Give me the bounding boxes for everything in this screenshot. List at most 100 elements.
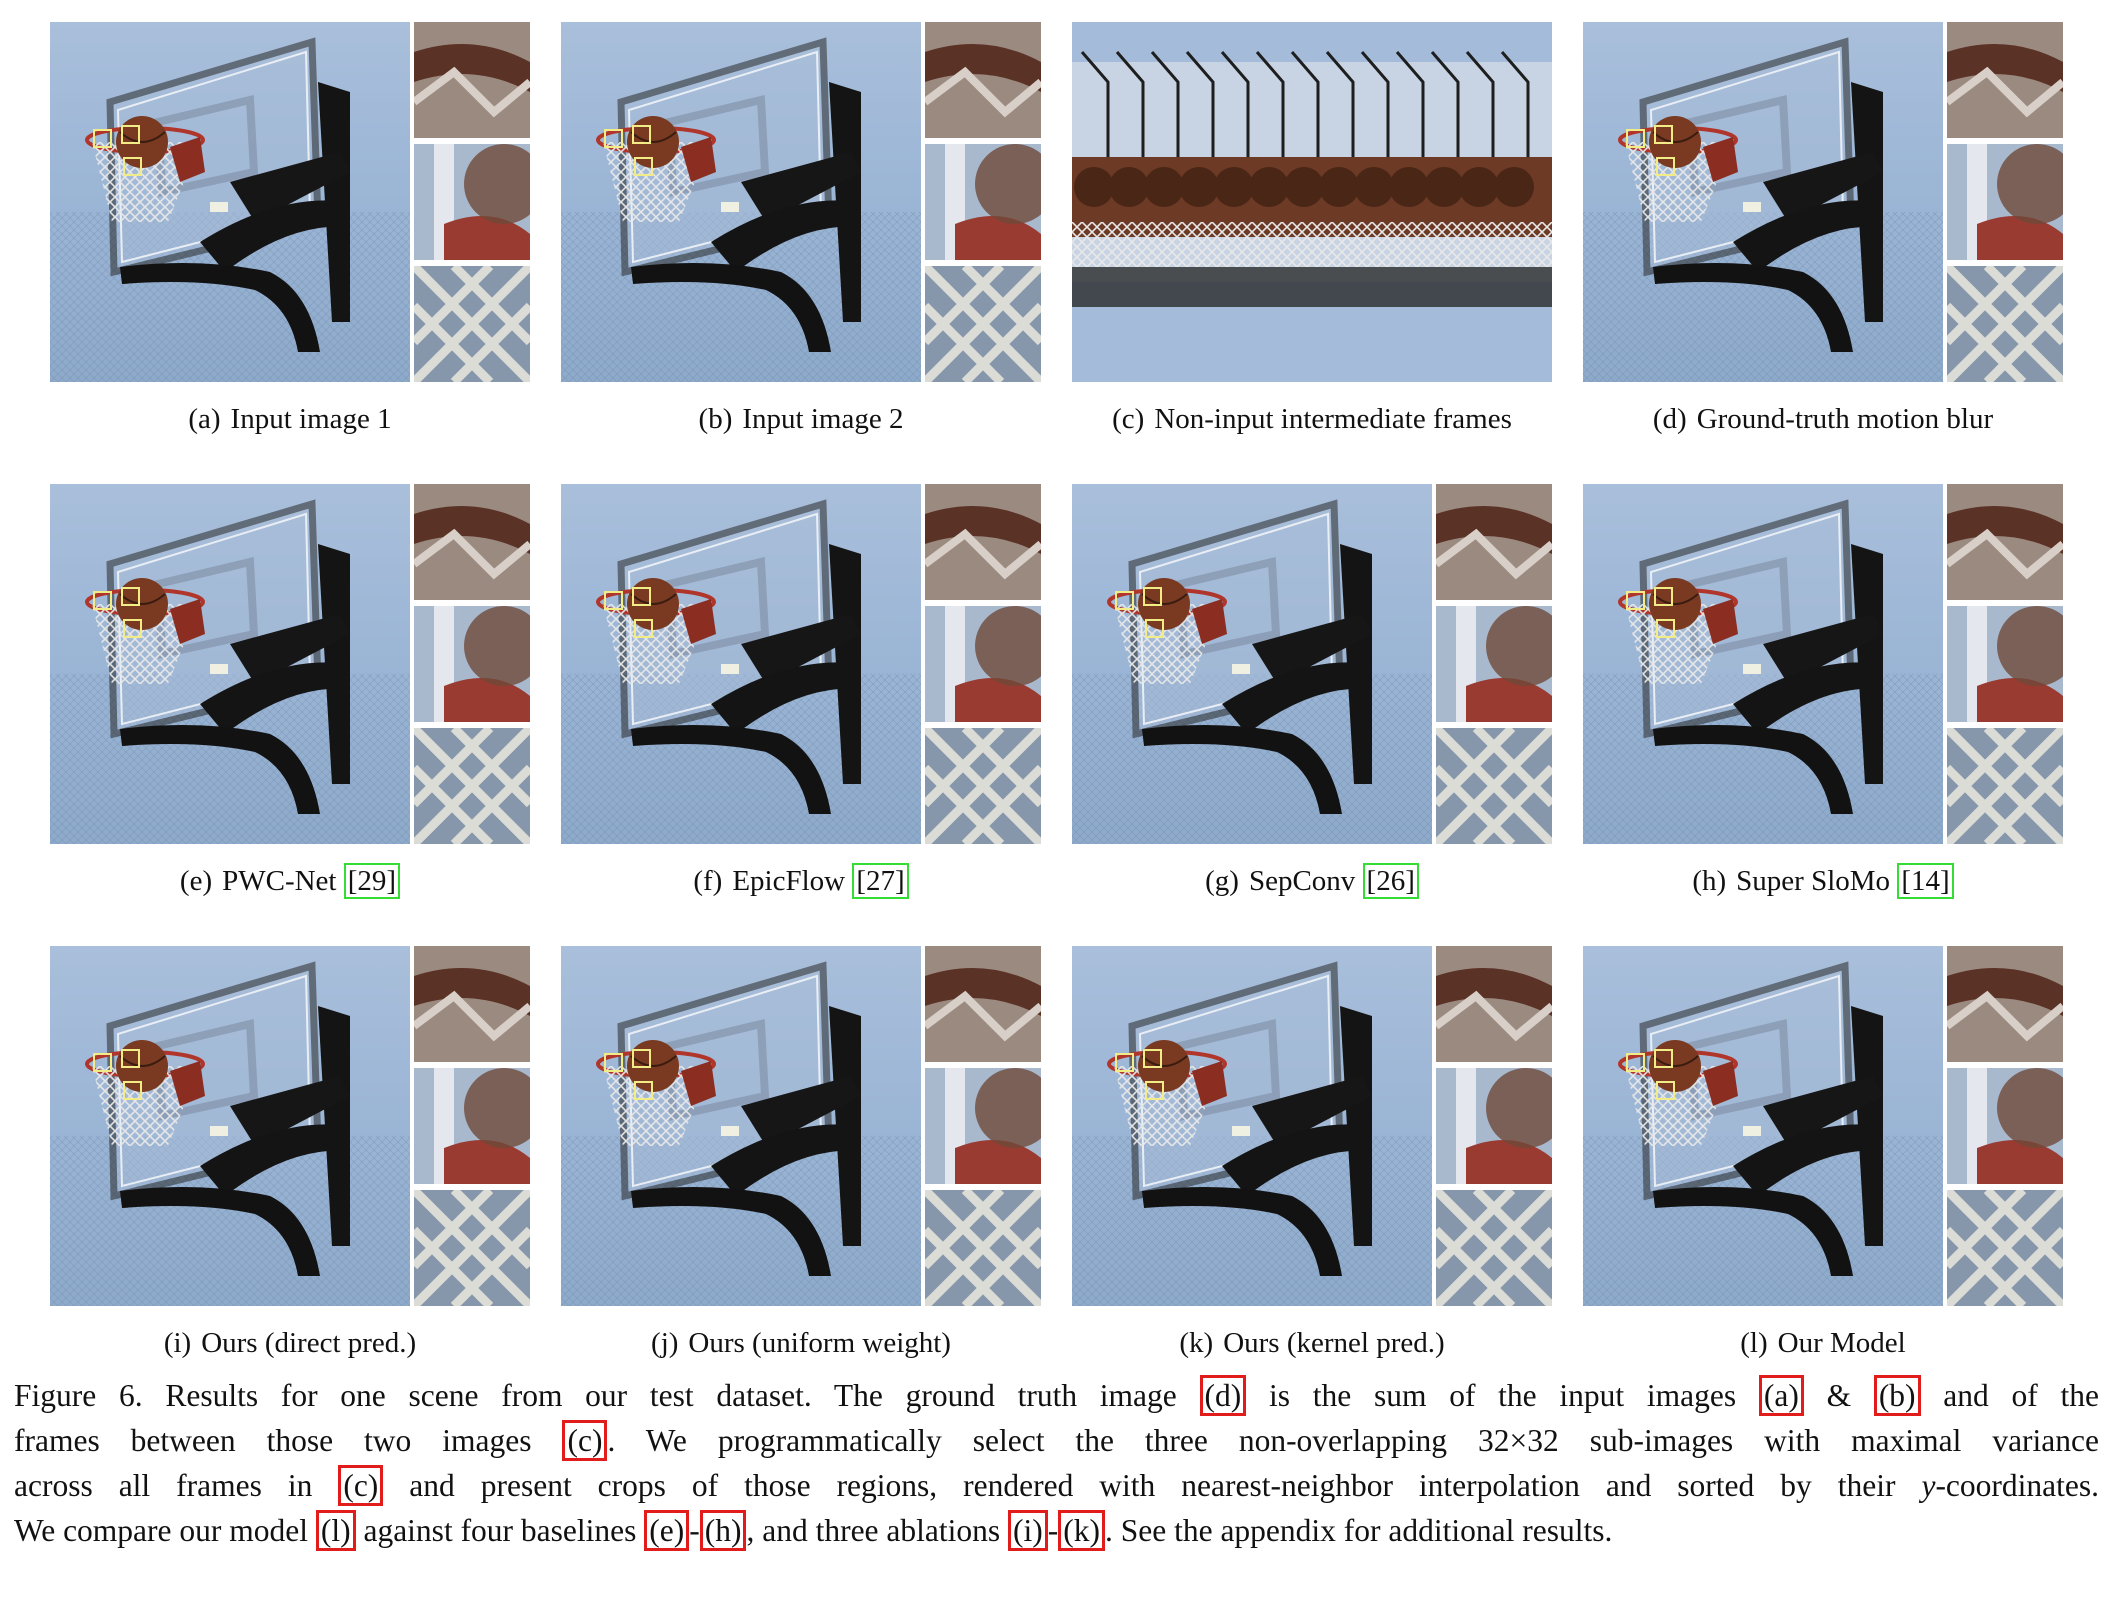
panel-h	[1583, 484, 2063, 844]
panel-ref-link[interactable]: (d)	[1199, 1375, 1247, 1416]
citation-link[interactable]: [26]	[1362, 863, 1419, 899]
crop-top	[414, 946, 530, 1062]
crop-top	[925, 946, 1041, 1062]
subcaption-letter: (f)	[693, 865, 723, 897]
panel-i	[50, 946, 530, 1306]
panel-b	[561, 22, 1041, 382]
crop-bottom	[925, 1190, 1041, 1306]
subcaption-letter: (k)	[1179, 1327, 1214, 1359]
crop-middle	[925, 1068, 1041, 1184]
panel-ref-link[interactable]: (a)	[1758, 1375, 1804, 1416]
panel-ref-link[interactable]: (c)	[562, 1420, 608, 1461]
crop-top	[1436, 484, 1552, 600]
citation-link[interactable]: [14]	[1897, 863, 1954, 899]
subcaption-b: (b) Input image 2	[561, 403, 1041, 436]
panel-ref-link[interactable]: (k)	[1058, 1510, 1105, 1551]
basketball-image	[561, 22, 921, 382]
subcaption-c: (c)Non-input intermediate frames	[1072, 403, 1552, 436]
crop-middle	[1436, 606, 1552, 722]
panel-g	[1072, 484, 1552, 844]
subcaption-label: SepConv	[1248, 865, 1356, 897]
basketball-image	[561, 946, 921, 1306]
basketball-image	[1583, 484, 1943, 844]
crop-middle	[414, 144, 530, 260]
panel-a	[50, 22, 530, 382]
caption-text: across all frames in	[14, 1468, 339, 1503]
panel-ref-link[interactable]: (e)	[644, 1510, 690, 1551]
crop-middle	[1947, 144, 2063, 260]
subcaption-j: (j) Ours (uniform weight)	[561, 1327, 1041, 1360]
caption-text: -	[1047, 1513, 1059, 1548]
crop-bottom	[925, 728, 1041, 844]
crop-top	[414, 22, 530, 138]
panel-ref-link[interactable]: (i)	[1008, 1510, 1048, 1551]
figure-caption: Figure 6. Results for one scene from our…	[14, 1373, 2099, 1553]
basketball-image	[50, 484, 410, 844]
caption-text: and of the	[1920, 1378, 2099, 1413]
subcaption-f: (f) EpicFlow [27]	[561, 863, 1041, 899]
caption-line-1: Figure 6. Results for one scene from our…	[14, 1373, 2099, 1418]
crop-middle	[925, 144, 1041, 260]
crop-bottom	[1947, 728, 2063, 844]
caption-text: &	[1803, 1378, 1874, 1413]
caption-math: y	[1921, 1468, 1936, 1503]
citation-link[interactable]: [27]	[852, 863, 909, 899]
crop-top	[414, 484, 530, 600]
crop-bottom	[1436, 728, 1552, 844]
crop-bottom	[414, 266, 530, 382]
subcaption-label: Super SloMo	[1736, 865, 1891, 897]
panel-ref-link[interactable]: (h)	[699, 1510, 747, 1551]
panel-ref-link[interactable]: (c)	[338, 1465, 384, 1506]
caption-text: . See the appendix for additional result…	[1104, 1513, 1613, 1548]
subcaption-label: EpicFlow	[732, 865, 846, 897]
caption-text: against four baselines	[355, 1513, 645, 1548]
caption-line-4: We compare our model (l) against four ba…	[14, 1508, 2099, 1553]
crop-middle	[1947, 606, 2063, 722]
basketball-image	[1583, 946, 1943, 1306]
crop-bottom	[414, 728, 530, 844]
basketball-image	[1583, 22, 1943, 382]
panel-ref-link[interactable]: (b)	[1873, 1375, 1921, 1416]
subcaption-label: Input image 2	[742, 403, 904, 435]
subcaption-label: Ours (uniform weight)	[688, 1327, 951, 1359]
subcaption-label: Our Model	[1777, 1327, 1906, 1359]
subcaption-label: Ours (kernel pred.)	[1223, 1327, 1445, 1359]
subcaption-letter: (c)	[1112, 403, 1145, 435]
subcaption-letter: (h)	[1692, 865, 1727, 897]
subcaption-letter: (g)	[1205, 865, 1239, 897]
intermediate-frames-image	[1072, 22, 1552, 382]
crop-middle	[414, 1068, 530, 1184]
caption-line-2: frames between those two images (c). We …	[14, 1418, 2099, 1463]
basketball-image	[1072, 484, 1432, 844]
crop-middle	[414, 606, 530, 722]
crop-bottom	[1947, 266, 2063, 382]
basketball-image	[561, 484, 921, 844]
crop-bottom	[414, 1190, 530, 1306]
subcaption-letter: (j)	[651, 1327, 679, 1359]
caption-text: . We programmatically select the three n…	[607, 1423, 2099, 1458]
subcaption-i: (i)Ours (direct pred.)	[50, 1327, 530, 1360]
subcaption-letter: (i)	[163, 1327, 192, 1359]
crop-bottom	[1947, 1190, 2063, 1306]
crop-top	[1947, 22, 2063, 138]
caption-line-3: across all frames in (c) and present cro…	[14, 1463, 2099, 1508]
subcaption-letter: (b)	[698, 403, 733, 435]
crop-top	[1436, 946, 1552, 1062]
crop-top	[1947, 484, 2063, 600]
panel-j	[561, 946, 1041, 1306]
subcaption-letter: (e)	[179, 865, 213, 897]
crop-middle	[1947, 1068, 2063, 1184]
caption-text: , and three ablations	[746, 1513, 1009, 1548]
citation-link[interactable]: [29]	[343, 863, 401, 899]
caption-text: and present crops of those regions, rend…	[383, 1468, 1922, 1503]
subcaption-label: PWC-Net	[222, 865, 337, 897]
crop-middle	[1436, 1068, 1552, 1184]
panel-ref-link[interactable]: (l)	[315, 1510, 356, 1551]
crop-middle	[925, 606, 1041, 722]
panel-c	[1072, 22, 1552, 382]
subcaption-letter: (l)	[1740, 1327, 1768, 1359]
panel-e	[50, 484, 530, 844]
panel-k	[1072, 946, 1552, 1306]
basketball-image	[50, 946, 410, 1306]
panel-d	[1583, 22, 2063, 382]
